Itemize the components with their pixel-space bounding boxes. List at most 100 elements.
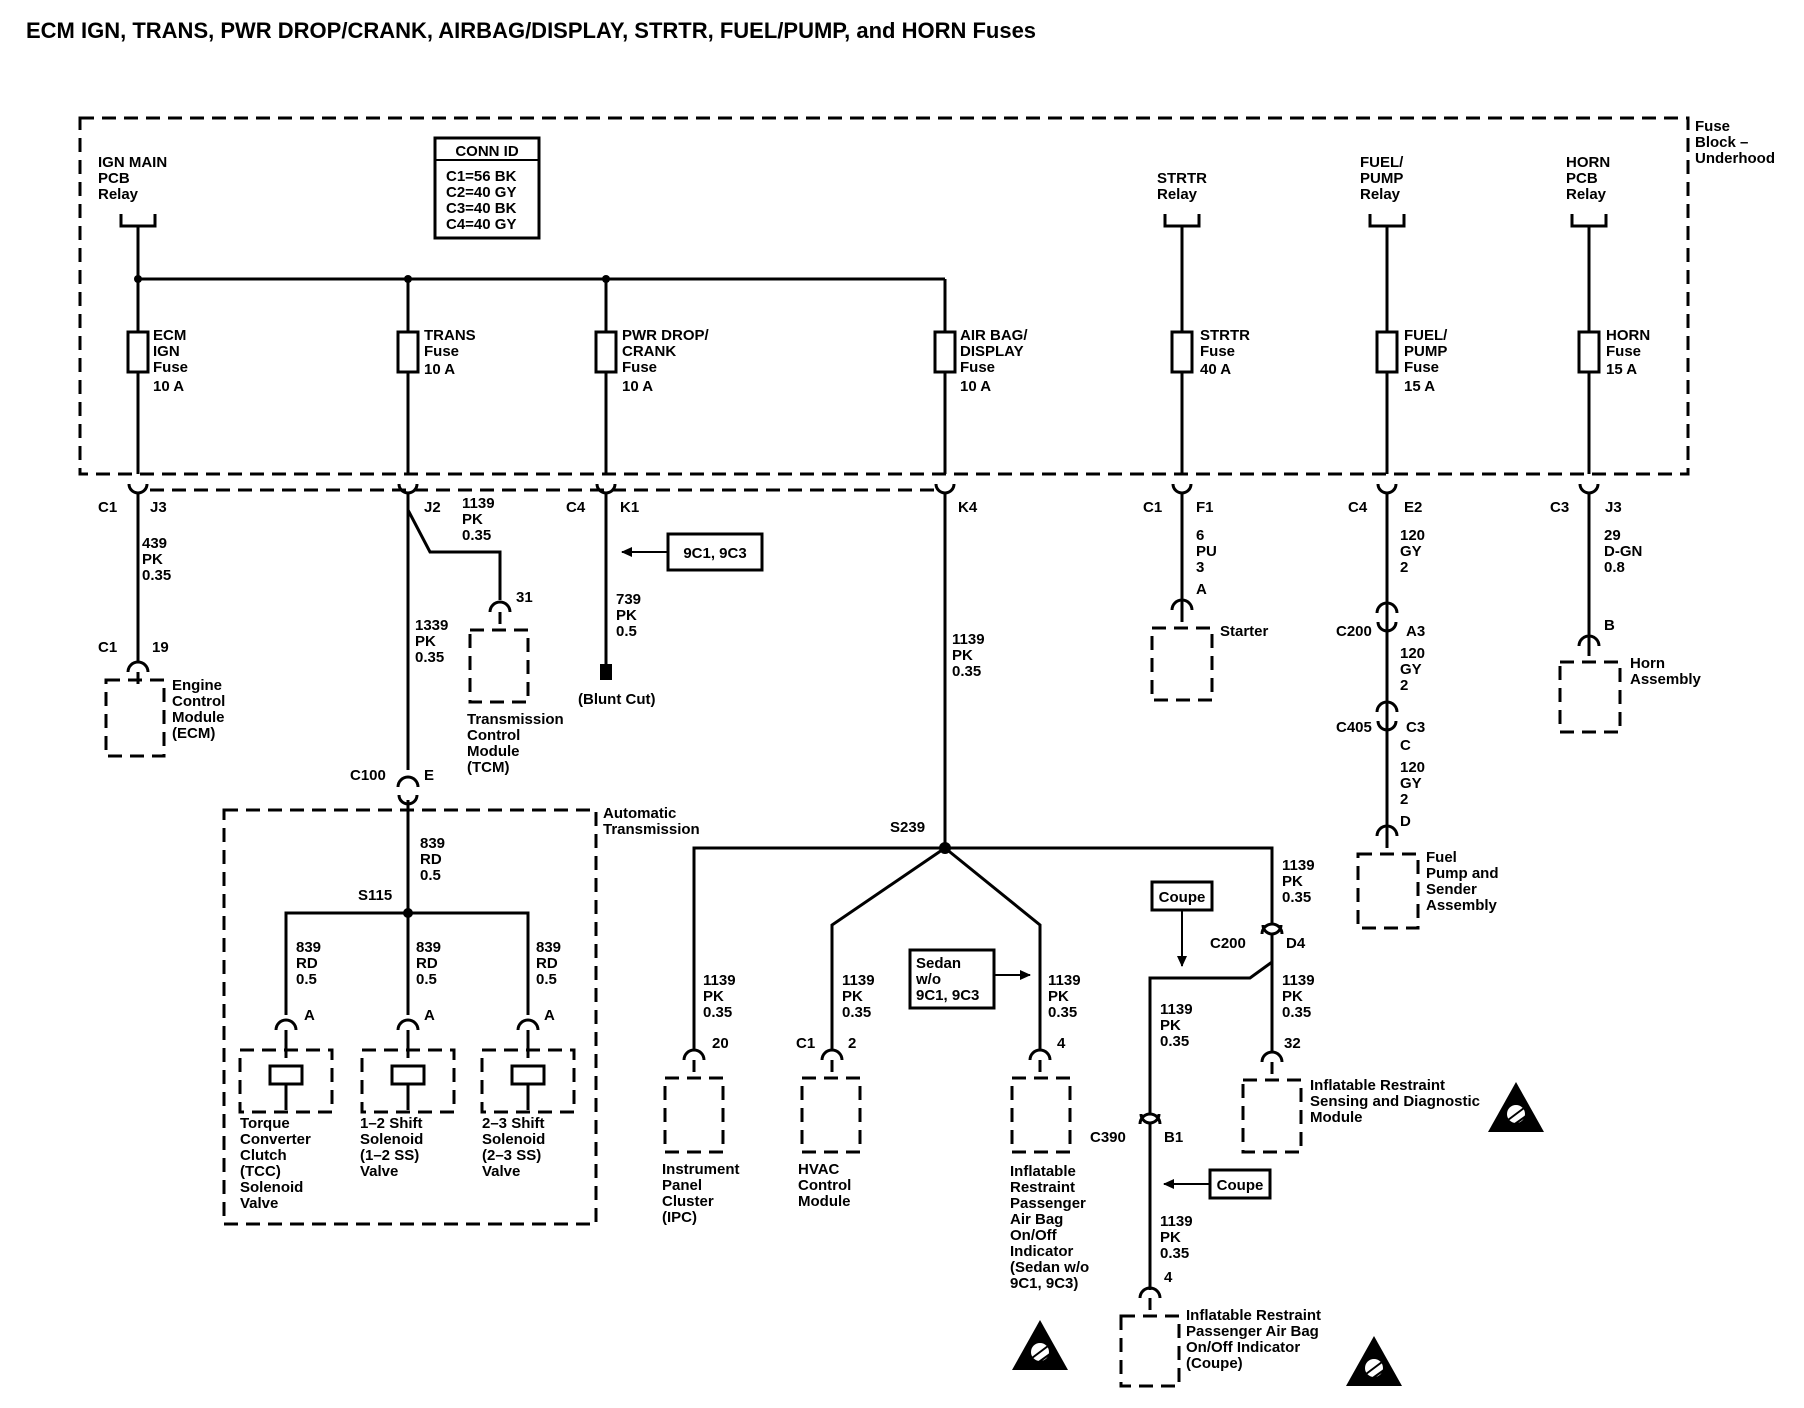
pin-label: B1 [1164,1129,1183,1146]
pin-label: D4 [1286,935,1306,952]
pin-label: E [424,767,434,784]
svg-text:15 A: 15 A [1404,378,1435,395]
svg-text:10 A: 10 A [622,378,653,395]
pin-label: C4 [566,499,586,516]
pin-label: E2 [1404,499,1422,516]
svg-text:Fuse: Fuse [424,343,459,360]
svg-text:0.35: 0.35 [1160,1033,1189,1050]
ipc-module [663,1048,725,1154]
svg-text:1139: 1139 [462,495,495,512]
airbag-warning-icon [1488,1082,1544,1132]
horn-fuse-label: HORN Fuse 15 A [1606,327,1650,378]
svg-text:(Coupe): (Coupe) [1186,1355,1243,1372]
svg-text:Fuse: Fuse [1695,118,1730,135]
svg-text:6: 6 [1196,527,1204,544]
svg-text:9C1, 9C3): 9C1, 9C3) [1010,1275,1078,1292]
fuel-pump-module [1356,824,1420,930]
svg-text:Sedan: Sedan [916,955,961,972]
wire-label-1139-coupe2: 1139 PK 0.35 [1160,1213,1193,1262]
wire-label-1139-trans: 1139 PK 0.35 [462,495,495,544]
airbag-warning-icon [1012,1320,1068,1370]
ecm-ign-fuse-label: ECM IGN Fuse 10 A [153,327,188,395]
svg-text:Assembly: Assembly [1426,897,1498,914]
svg-text:(IPC): (IPC) [662,1209,697,1226]
splice-label: S115 [358,887,392,904]
svg-text:PUMP: PUMP [1404,343,1447,360]
svg-text:29: 29 [1604,527,1621,544]
svg-text:PCB: PCB [98,170,130,187]
svg-text:ECM: ECM [153,327,186,344]
hvac-module [800,1048,862,1154]
svg-text:Panel: Panel [662,1177,702,1194]
wire-label-120c: 120 GY 2 [1400,759,1425,808]
svg-text:Restraint: Restraint [1010,1179,1075,1196]
ign-bus-wires [136,236,1591,474]
svg-text:1139: 1139 [1160,1001,1193,1018]
svg-text:Horn: Horn [1630,655,1665,672]
blunt-cut-label: (Blunt Cut) [578,691,655,708]
svg-text:Sensing and Diagnostic: Sensing and Diagnostic [1310,1093,1480,1110]
pin-label: A3 [1406,623,1425,640]
svg-text:Fuel: Fuel [1426,849,1457,866]
svg-text:1139: 1139 [952,631,985,648]
sedan-option-tag [908,948,996,1010]
svg-text:1139: 1139 [703,972,736,989]
svg-text:Cluster: Cluster [662,1193,714,1210]
svg-text:9C1, 9C3: 9C1, 9C3 [916,987,979,1004]
svg-text:STRTR: STRTR [1157,170,1207,187]
svg-text:PK: PK [952,647,973,664]
svg-text:1139: 1139 [842,972,875,989]
svg-text:1139: 1139 [1048,972,1081,989]
pin-label: D [1400,813,1411,830]
svg-text:Module: Module [467,743,520,760]
svg-text:PU: PU [1196,543,1217,560]
starter-module [1150,598,1214,702]
wire-label-1139-right: 1139 PK 0.35 [1282,857,1315,906]
svg-text:Fuse: Fuse [960,359,995,376]
svg-text:Module: Module [798,1193,851,1210]
svg-text:0.35: 0.35 [1048,1004,1077,1021]
fuse-block-label: Fuse Block – Underhood [1695,118,1775,167]
pass-coupe-module [1119,1286,1181,1388]
svg-text:839: 839 [536,939,561,956]
conn-id-row: C1=56 BK [446,168,517,185]
svg-text:TRANS: TRANS [424,327,476,344]
svg-text:Fuse: Fuse [1606,343,1641,360]
conn-id-row: C4=40 GY [446,216,516,233]
svg-text:PCB: PCB [1566,170,1598,187]
svg-text:PK: PK [1160,1017,1181,1034]
pass-coupe-label: Inflatable Restraint Passenger Air Bag O… [1186,1307,1321,1372]
svg-text:15 A: 15 A [1606,361,1637,378]
hvac-label: HVAC Control Module [798,1161,851,1210]
coupe-option-label-2: Coupe [1217,1177,1264,1194]
svg-text:Relay: Relay [1566,186,1607,203]
svg-text:Solenoid: Solenoid [482,1131,545,1148]
svg-text:PK: PK [462,511,483,528]
svg-text:PK: PK [1160,1229,1181,1246]
wire-1139-hvac [830,846,946,1050]
svg-text:Control: Control [798,1177,851,1194]
svg-text:On/Off: On/Off [1010,1227,1058,1244]
pin-label: A [304,1007,315,1024]
svg-text:HORN: HORN [1566,154,1610,171]
svg-text:2: 2 [1400,791,1408,808]
svg-text:PWR DROP/: PWR DROP/ [622,327,710,344]
airbag-warning-icon [1346,1336,1402,1386]
svg-text:FUEL/: FUEL/ [1360,154,1404,171]
svg-text:PK: PK [1282,988,1303,1005]
svg-text:D-GN: D-GN [1604,543,1642,560]
svg-text:GY: GY [1400,661,1422,678]
svg-text:0.35: 0.35 [952,663,981,680]
conn-id-row: C3=40 BK [446,200,517,217]
svg-text:Inflatable Restraint: Inflatable Restraint [1186,1307,1321,1324]
svg-text:Control: Control [172,693,225,710]
pin-label: C100 [350,767,386,784]
svg-text:(TCC): (TCC) [240,1163,281,1180]
svg-text:PK: PK [616,607,637,624]
connector-cup [126,660,150,673]
fuel-pump-label: Fuel Pump and Sender Assembly [1426,849,1499,914]
wire-label-839-3: 839 RD 0.5 [536,939,561,988]
svg-text:10 A: 10 A [960,378,991,395]
wire-label-839-main: 839 RD 0.5 [420,835,445,884]
coupe-option-tag-2 [1208,1168,1272,1200]
